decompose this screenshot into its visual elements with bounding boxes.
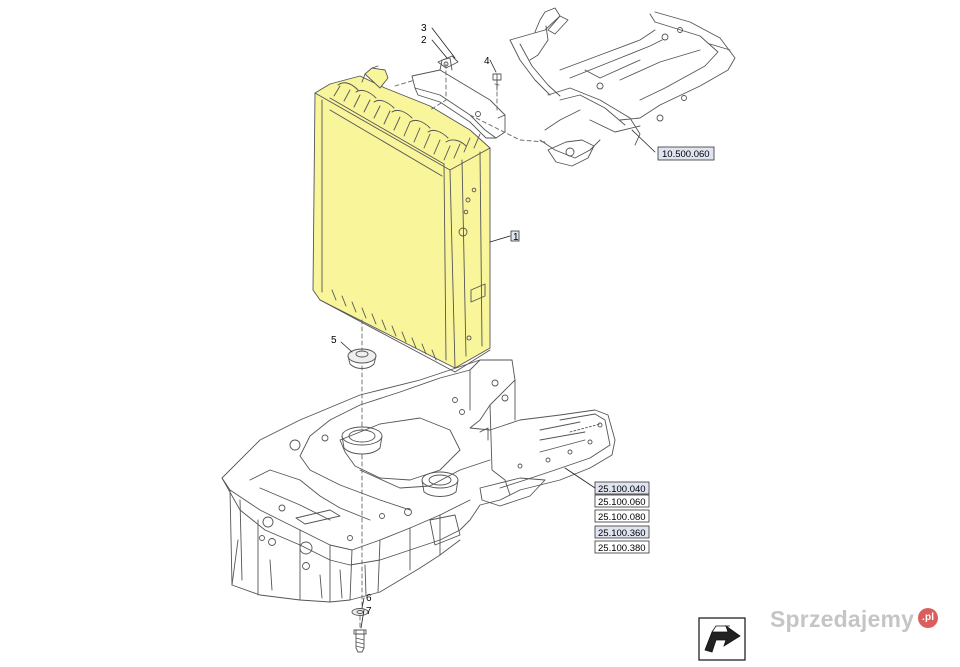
ref-top-label[interactable]: 10.500.060 [662,149,710,160]
ref-top-box[interactable]: 10.500.060 [657,146,715,161]
ref-list: 25.100.040 25.100.060 25.100.080 25.100.… [594,481,650,554]
callout-6[interactable]: 6 [366,593,372,604]
ref-item-4[interactable]: 25.100.380 [598,543,646,554]
arrow-next-icon[interactable] [698,617,746,661]
leader-lines [340,27,656,629]
watermark-suffix: .pl [918,608,939,628]
watermark: Sprzedajemy.pl [770,606,939,633]
radiator [312,65,491,373]
ref-item-0[interactable]: 25.100.040 [598,484,646,495]
bolt-4 [492,73,502,91]
callout-5[interactable]: 5 [331,335,337,346]
ref-item-3[interactable]: 25.100.360 [598,528,646,539]
upper-frame [509,7,736,167]
callout-2[interactable]: 2 [421,35,427,46]
ref-item-2[interactable]: 25.100.080 [598,512,646,523]
assembly-lines [359,63,546,629]
watermark-text: Sprzedajemy [770,606,915,632]
callout-1[interactable]: 1 [513,232,519,243]
callout-1-box[interactable]: 1 [510,230,520,243]
ref-item-1[interactable]: 25.100.060 [598,497,646,508]
callout-4[interactable]: 4 [484,56,490,67]
callout-7[interactable]: 7 [366,606,372,617]
callout-3[interactable]: 3 [421,23,427,34]
lower-frame [221,359,616,603]
